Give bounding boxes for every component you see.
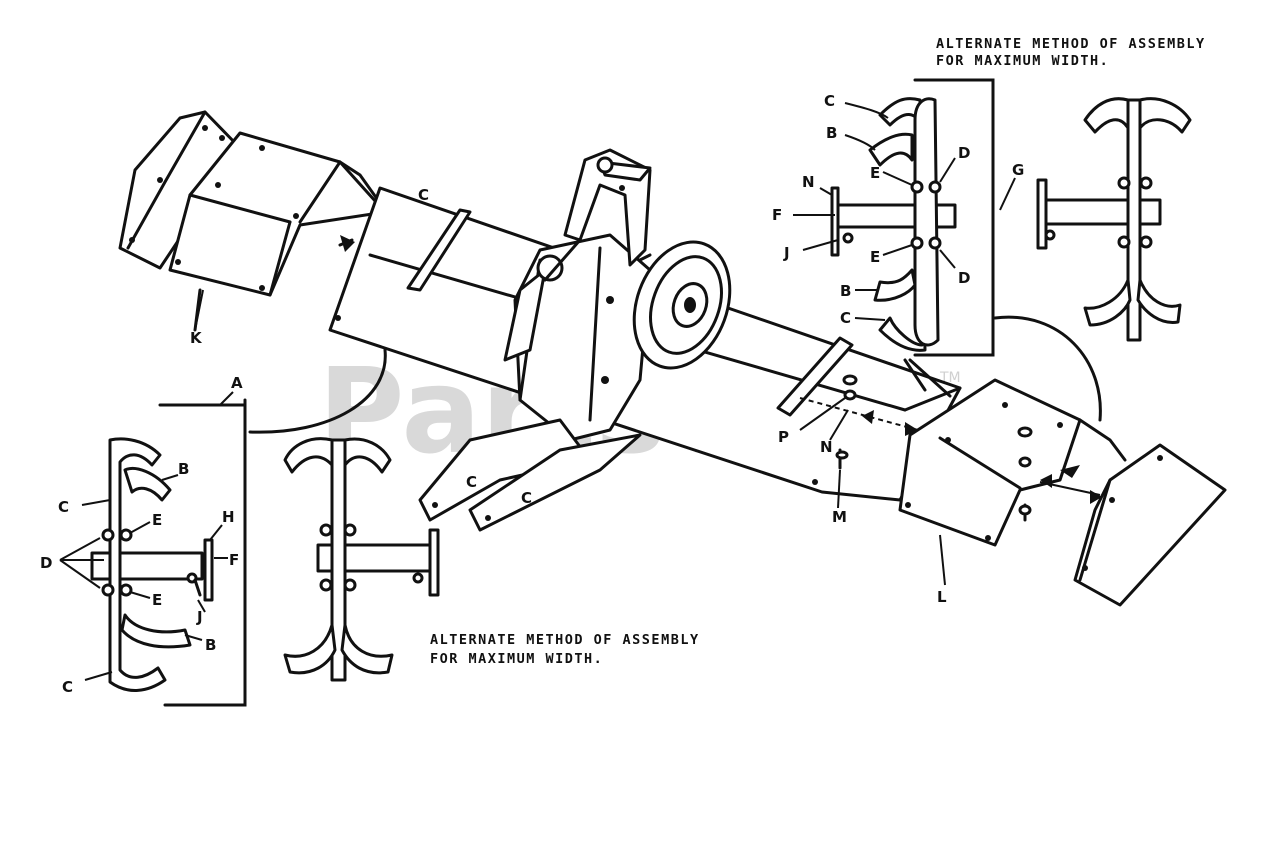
label-n: N: [820, 438, 833, 456]
right-inner-shield-l: [898, 378, 1127, 547]
label-h: H: [222, 508, 235, 526]
label-f-left: F: [229, 551, 239, 569]
label-c-left-lower: C: [62, 678, 73, 696]
note-top-right: ALTERNATE METHOD OF ASSEMBLY FOR MAXIMUM…: [936, 36, 1206, 69]
right-end-shield-outer: [1073, 443, 1227, 607]
note-top-right-line-2: FOR MAXIMUM WIDTH.: [936, 53, 1109, 69]
tine-assembly-a: [90, 398, 247, 707]
label-e-left: E: [152, 511, 162, 529]
label-g: G: [1012, 161, 1024, 179]
label-c-left: C: [58, 498, 69, 516]
label-e-top: E: [870, 164, 880, 182]
label-j-left: J: [196, 608, 203, 626]
note-bottom-line-2: FOR MAXIMUM WIDTH.: [430, 651, 603, 667]
part-labels: C B D E G N F J E D B C K A B C E H D F …: [40, 92, 1024, 696]
label-n-top: N: [802, 173, 815, 191]
tine-assembly-alternate-right: [1036, 97, 1192, 342]
label-b-top-lower: B: [840, 282, 851, 300]
tine-assembly-alternate-left: [283, 437, 440, 682]
arc-to-right-assembly: [993, 315, 1102, 422]
label-d-top: D: [958, 144, 970, 162]
label-d-left: D: [40, 554, 52, 572]
label-b-top: B: [826, 124, 837, 142]
label-p: P: [778, 428, 789, 446]
label-k: K: [190, 329, 203, 347]
drive-pulley: [632, 240, 732, 370]
leader-lines: [59, 102, 1016, 681]
label-b-left: B: [178, 460, 189, 478]
note-bottom-line-1: ALTERNATE METHOD OF ASSEMBLY: [430, 632, 700, 648]
label-f-top: F: [772, 206, 782, 224]
hitch-arms: C C: [418, 418, 642, 532]
left-end-shield-outer: [118, 110, 242, 270]
label-c-top-lower: C: [840, 309, 851, 327]
label-j-top: J: [783, 244, 790, 262]
arrow-head-k: [340, 235, 355, 252]
arc-to-left-assembly: [248, 348, 387, 434]
tine-assembly-g: [830, 78, 995, 357]
gearbox-housing: [503, 233, 652, 442]
label-a: A: [231, 374, 243, 392]
label-l: L: [937, 588, 947, 606]
note-top-right-line-1: ALTERNATE METHOD OF ASSEMBLY: [936, 36, 1206, 52]
lift-bracket: [543, 148, 652, 282]
hardware-p-n-m: [799, 374, 1102, 522]
note-bottom-center: ALTERNATE METHOD OF ASSEMBLY FOR MAXIMUM…: [430, 632, 700, 667]
label-m: M: [832, 508, 847, 526]
hitch-hole-letter-left: C: [466, 473, 477, 491]
label-b-left-lower: B: [205, 636, 216, 654]
hitch-hole-letter-right: C: [521, 489, 532, 507]
bar-hole-letter: C: [418, 186, 429, 204]
label-d-top-lower: D: [958, 269, 970, 287]
label-c-top: C: [824, 92, 835, 110]
label-e-left-lower: E: [152, 591, 162, 609]
label-e-top-lower: E: [870, 248, 880, 266]
